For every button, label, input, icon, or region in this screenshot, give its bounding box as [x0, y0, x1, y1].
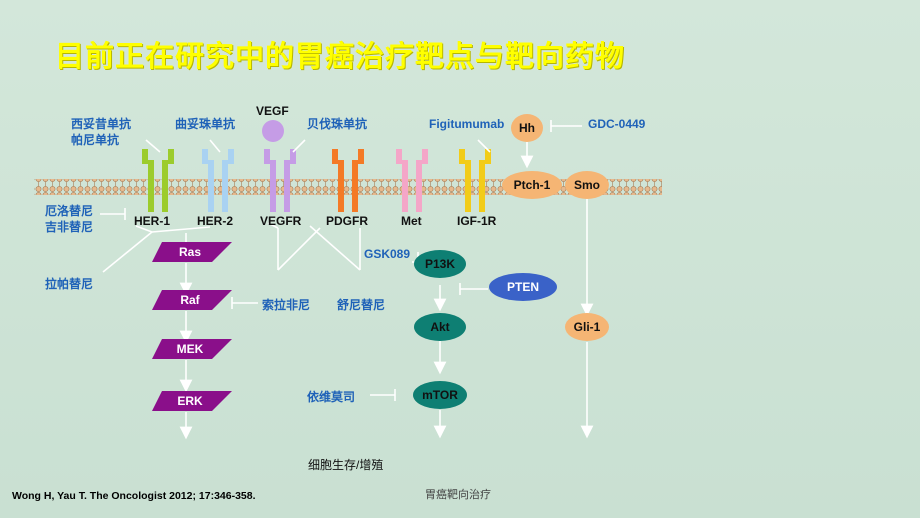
- drug-sunitinib: 舒尼替尼: [337, 298, 386, 312]
- receptor-igf1r: [459, 149, 491, 212]
- pi3k-node: [414, 250, 466, 278]
- receptor-vegfr: [264, 149, 296, 212]
- mapk-label-raf: Raf: [180, 293, 200, 307]
- drug-erlotinib: 厄洛替尼: [45, 204, 94, 218]
- mapk-label-mek: MEK: [177, 342, 204, 356]
- citation: Wong H, Yau T. The Oncologist 2012; 17:3…: [12, 490, 256, 502]
- drug-sorafenib: 索拉非尼: [262, 298, 311, 312]
- ptch1-node: [502, 171, 562, 199]
- mapk-label-erk: ERK: [177, 394, 203, 408]
- receptor-label-her2: HER-2: [197, 214, 234, 228]
- mapk-node-erk: [152, 391, 232, 411]
- drug-cetuximab: 西妥昔单抗: [71, 117, 132, 131]
- mapk-label-ras: Ras: [179, 245, 201, 259]
- slide-title: 目前正在研究中的胃癌治疗靶点与靶向药物: [55, 39, 626, 73]
- receptor-her2: [202, 149, 234, 212]
- akt-node: [414, 313, 466, 341]
- receptor-label-her1: HER-1: [134, 214, 171, 228]
- pi3k-label: P13K: [425, 257, 455, 271]
- drug-panitumumab: 帕尼单抗: [71, 133, 120, 147]
- mtor-node: [413, 381, 467, 409]
- vegf-ligand: [262, 120, 284, 142]
- drug-bevacizumab: 贝伐珠单抗: [307, 117, 368, 131]
- footer-text: 胃癌靶向治疗: [425, 488, 491, 501]
- hh-node: [511, 114, 543, 142]
- pten-node: [489, 273, 557, 301]
- drug-gefitinib: 吉非替尼: [45, 220, 94, 234]
- drug-figitumumab: Figitumumab: [429, 117, 505, 131]
- pten-label: PTEN: [507, 280, 539, 294]
- receptor-met: [396, 149, 428, 212]
- drug-trastuzumab: 曲妥珠单抗: [175, 117, 236, 131]
- drug-gdc0449: GDC-0449: [588, 117, 646, 131]
- receptor-label-met: Met: [401, 214, 422, 228]
- akt-label: Akt: [430, 320, 449, 334]
- receptor-label-pdgfr: PDGFR: [326, 214, 368, 228]
- vegf-label: VEGF: [256, 104, 289, 118]
- drug-lapatinib: 拉帕替尼: [45, 277, 94, 291]
- mapk-node-ras: [152, 242, 232, 262]
- ptch1-label: Ptch-1: [514, 178, 551, 192]
- receptor-label-vegfr: VEGFR: [260, 214, 302, 228]
- smo-node: [565, 171, 609, 199]
- mapk-node-raf: [152, 290, 232, 310]
- receptor-pdgfr: [332, 149, 364, 212]
- outcome-label: 细胞生存/增殖: [308, 458, 384, 472]
- gli1-node: [565, 313, 609, 341]
- receptor-label-igf1r: IGF-1R: [457, 214, 497, 228]
- drug-gsk089: GSK089: [364, 247, 411, 261]
- hh-label: Hh: [519, 121, 535, 135]
- drug-everolimus: 依维莫司: [307, 390, 356, 404]
- gli1-label: Gli-1: [574, 320, 601, 334]
- receptor-her1: [142, 149, 174, 212]
- smo-label: Smo: [574, 178, 600, 192]
- mapk-node-mek: [152, 339, 232, 359]
- mtor-label: mTOR: [422, 388, 458, 402]
